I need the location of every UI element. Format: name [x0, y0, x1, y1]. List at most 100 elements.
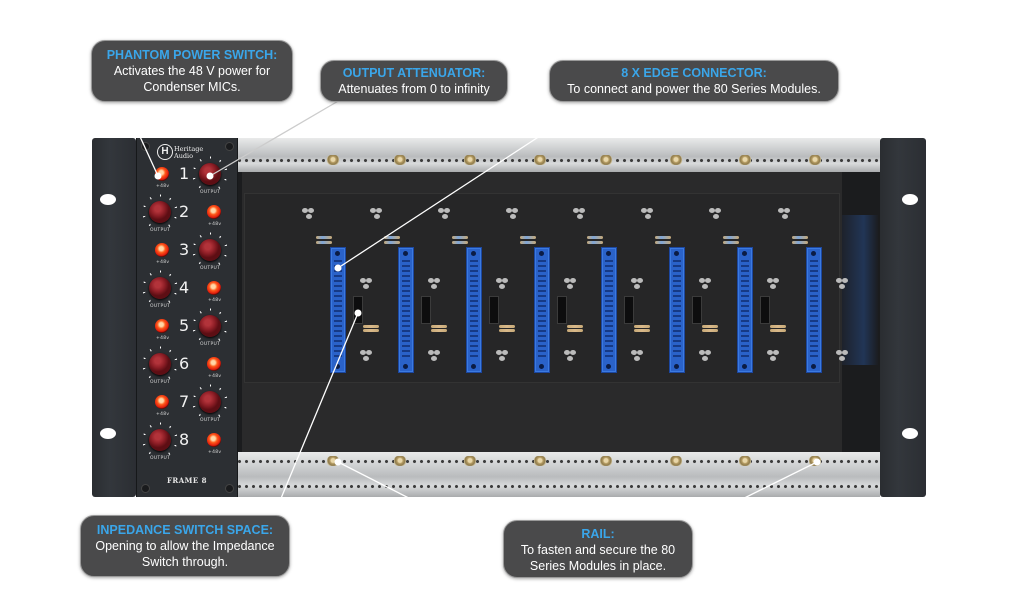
pcb-component: [784, 208, 790, 213]
pcb-component: [773, 350, 779, 355]
pointer-dot: [354, 309, 362, 317]
impedance-switch-opening: [760, 296, 770, 324]
pcb-component: [564, 278, 570, 283]
pcb-component: [434, 278, 440, 283]
pcb-component: [570, 350, 576, 355]
right-rack-ear: [880, 138, 926, 497]
pcb-component: [839, 284, 845, 289]
pcb-component: [645, 214, 651, 219]
phantom-power-switch[interactable]: [155, 319, 169, 333]
pcb-component: [370, 208, 376, 213]
resistor: [634, 329, 650, 332]
pcb-component: [713, 214, 719, 219]
resistor: [452, 241, 468, 244]
pcb-component: [567, 284, 573, 289]
phantom-label: +48v: [156, 260, 170, 265]
pcb-component: [502, 278, 508, 283]
resistor: [431, 325, 447, 328]
channel-number: 1: [179, 164, 190, 183]
pcb-component: [306, 214, 312, 219]
pcb-component: [842, 350, 848, 355]
phantom-power-switch[interactable]: [155, 395, 169, 409]
rail-screw: [464, 456, 476, 466]
output-label: OUTPUT: [150, 228, 171, 233]
rail-screw: [394, 155, 406, 165]
pcb-component: [570, 278, 576, 283]
channel-number: 4: [179, 278, 190, 297]
rack-mount-hole: [902, 194, 918, 205]
pcb-component: [767, 278, 773, 283]
pcb-component: [767, 350, 773, 355]
phantom-power-switch[interactable]: [207, 281, 221, 295]
output-attenuator-knob[interactable]: [199, 391, 221, 413]
rail-screw: [809, 155, 821, 165]
edge-connector: [534, 247, 550, 373]
callout-rail: RAIL: To fasten and secure the 80 Series…: [503, 520, 693, 578]
resistor: [499, 329, 515, 332]
phantom-power-switch[interactable]: [207, 357, 221, 371]
output-attenuator-knob[interactable]: [149, 201, 171, 223]
resistor: [567, 329, 583, 332]
pcb-component: [363, 284, 369, 289]
edge-connector: [398, 247, 414, 373]
pcb-component: [702, 284, 708, 289]
resistor: [587, 241, 603, 244]
pcb-component: [431, 356, 437, 361]
pcb-component: [773, 278, 779, 283]
callout-output-attenuator: OUTPUT ATTENUATOR: Attenuates from 0 to …: [320, 60, 508, 102]
resistor: [363, 325, 379, 328]
pcb-component: [431, 284, 437, 289]
phantom-power-switch[interactable]: [207, 433, 221, 447]
callout-impedance-switch-space: INPEDANCE SWITCH SPACE: Opening to allow…: [80, 515, 290, 577]
bottom-rail: [236, 452, 880, 497]
panel-screw: [141, 484, 150, 493]
pcb-component: [567, 356, 573, 361]
pcb-component: [634, 356, 640, 361]
output-attenuator-knob[interactable]: [199, 239, 221, 261]
pcb-component: [836, 350, 842, 355]
pcb-component: [376, 208, 382, 213]
phantom-power-switch[interactable]: [155, 243, 169, 257]
rail-screw: [739, 456, 751, 466]
output-attenuator-knob[interactable]: [149, 277, 171, 299]
pcb-component: [366, 350, 372, 355]
rail-screw: [534, 155, 546, 165]
resistor: [655, 241, 671, 244]
rail-screw: [394, 456, 406, 466]
pointer-dot: [334, 264, 342, 272]
impedance-switch-opening: [421, 296, 431, 324]
channel-number: 8: [179, 430, 190, 449]
edge-connector: [601, 247, 617, 373]
resistor: [499, 325, 515, 328]
side-module-shadow: [842, 215, 878, 365]
phantom-label: +48v: [156, 336, 170, 341]
pcb-component: [308, 208, 314, 213]
output-label: OUTPUT: [200, 342, 221, 347]
pcb-component: [647, 208, 653, 213]
output-attenuator-knob[interactable]: [149, 429, 171, 451]
resistor: [587, 236, 603, 239]
pcb-component: [770, 356, 776, 361]
channel-number: 6: [179, 354, 190, 373]
resistor: [702, 325, 718, 328]
output-label: OUTPUT: [150, 304, 171, 309]
output-attenuator-knob[interactable]: [199, 315, 221, 337]
pcb-component: [506, 208, 512, 213]
rail-screw: [327, 155, 339, 165]
phantom-power-switch[interactable]: [207, 205, 221, 219]
pcb-component: [778, 208, 784, 213]
pcb-component: [363, 356, 369, 361]
pointer-output: [209, 99, 341, 177]
output-label: OUTPUT: [200, 418, 221, 423]
output-attenuator-knob[interactable]: [149, 353, 171, 375]
channel-number: 2: [179, 202, 190, 221]
phantom-label: +48v: [208, 374, 222, 379]
pointer-rail-right: [689, 461, 818, 526]
rail-screw: [739, 155, 751, 165]
pcb-component: [502, 350, 508, 355]
panel-screw: [225, 484, 234, 493]
pointer-dot: [206, 172, 214, 180]
resistor: [567, 325, 583, 328]
pcb-component: [699, 278, 705, 283]
